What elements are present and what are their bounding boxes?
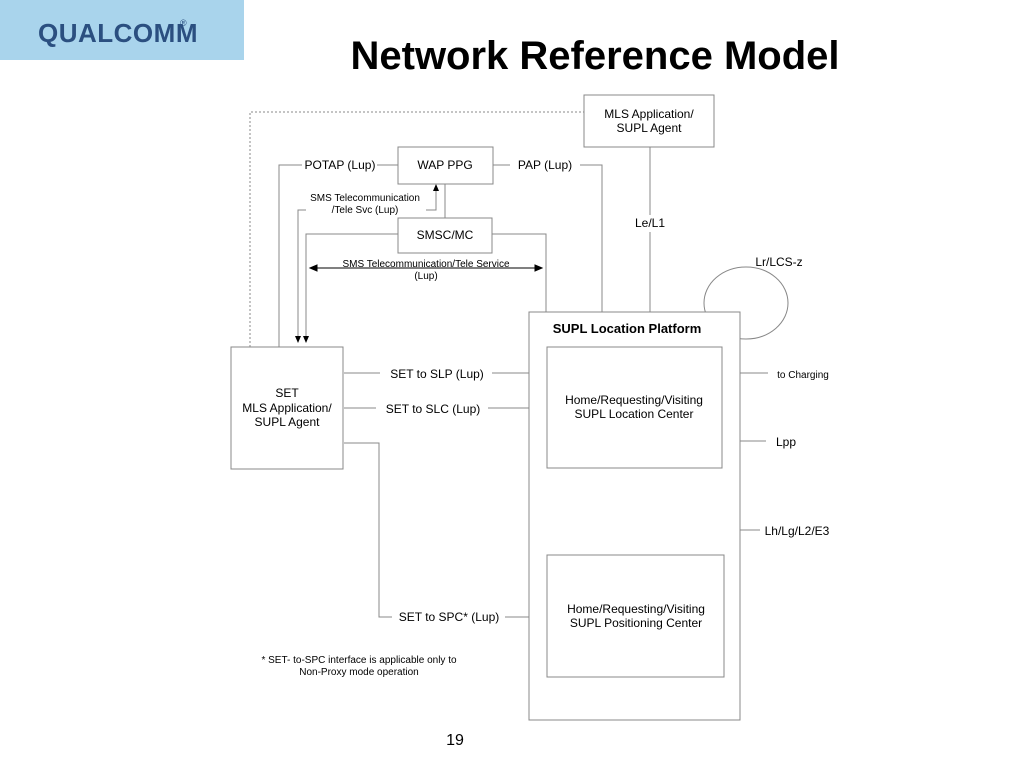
smsc-mc-label: SMSC/MC	[417, 228, 474, 242]
mls-application-box	[583, 94, 715, 148]
sms-service-arrow-left-head	[308, 264, 318, 272]
set-label-line2: MLS Application/	[242, 401, 332, 415]
mls-application-label-line2: SUPL Agent	[617, 121, 683, 135]
lr-lcs-z-label: Lr/LCS-z	[755, 255, 802, 269]
sms-tele-arrow-head	[295, 336, 301, 343]
node-boxes	[230, 94, 741, 721]
wap-ppg-box	[397, 146, 494, 185]
sms-tele-line-right	[426, 188, 437, 211]
lr-lcs-z-loop	[703, 266, 789, 340]
pap-label: PAP (Lup)	[518, 158, 572, 172]
lpp-label: Lpp	[776, 435, 796, 449]
supl-positioning-center-label-line2: SUPL Positioning Center	[570, 616, 702, 630]
logo-wordmark: QUALCOMM	[38, 18, 198, 48]
sms-tele-label-line2: /Tele Svc (Lup)	[332, 205, 399, 216]
page-number: 19	[446, 732, 464, 749]
set-label-line1: SET	[275, 386, 299, 400]
set-label-line3: SUPL Agent	[255, 415, 321, 429]
footnote-line2: Non-Proxy mode operation	[299, 667, 419, 678]
set-box	[230, 346, 344, 470]
logo-background	[0, 0, 244, 60]
lh-lg-l2-e3-label: Lh/Lg/L2/E3	[765, 524, 830, 538]
sms-tele-line	[297, 209, 306, 337]
smsc-slp-line	[492, 233, 547, 312]
set-spc-line-left	[344, 442, 392, 618]
set-to-spc-label: SET to SPC* (Lup)	[399, 610, 500, 624]
supl-location-platform-title: SUPL Location Platform	[553, 321, 702, 336]
qualcomm-logo: QUALCOMM ®	[0, 0, 244, 60]
smsc-set-arrow-head	[303, 336, 309, 343]
potap-label: POTAP (Lup)	[305, 158, 376, 172]
sms-service-arrow	[308, 264, 544, 272]
sms-service-arrow-right-head	[534, 264, 544, 272]
logo-registered-mark: ®	[180, 18, 187, 28]
qualcomm-logo-graphic: QUALCOMM ®	[0, 0, 244, 60]
footnote-line1: * SET- to-SPC interface is applicable on…	[261, 655, 457, 666]
slide-title: Network Reference Model	[350, 34, 840, 78]
supl-location-center-box	[546, 346, 723, 469]
smsc-mc-box	[397, 217, 493, 254]
wap-arrow-head	[433, 184, 439, 191]
sms-service-label-line1: SMS Telecommunication/Tele Service	[342, 259, 510, 270]
pap-line-right	[580, 164, 603, 312]
set-to-slc-label: SET to SLC (Lup)	[386, 402, 481, 416]
sms-tele-label-line1: SMS Telecommunication	[310, 193, 420, 204]
set-to-slp-label: SET to SLP (Lup)	[390, 367, 484, 381]
supl-positioning-center-label-line1: Home/Requesting/Visiting	[567, 602, 705, 616]
supl-location-center-label-line1: Home/Requesting/Visiting	[565, 393, 703, 407]
smsc-set-line	[305, 233, 398, 337]
le-l1-label: Le/L1	[635, 216, 665, 230]
wap-ppg-label: WAP PPG	[417, 158, 472, 172]
supl-positioning-center-box	[546, 554, 725, 678]
sms-service-label-line2: (Lup)	[414, 271, 437, 282]
dotted-link-set-mls	[249, 111, 584, 347]
to-charging-label: to Charging	[777, 370, 829, 381]
supl-location-center-label-line2: SUPL Location Center	[575, 407, 694, 421]
mls-application-label-line1: MLS Application/	[604, 107, 694, 121]
potap-line	[278, 164, 302, 347]
